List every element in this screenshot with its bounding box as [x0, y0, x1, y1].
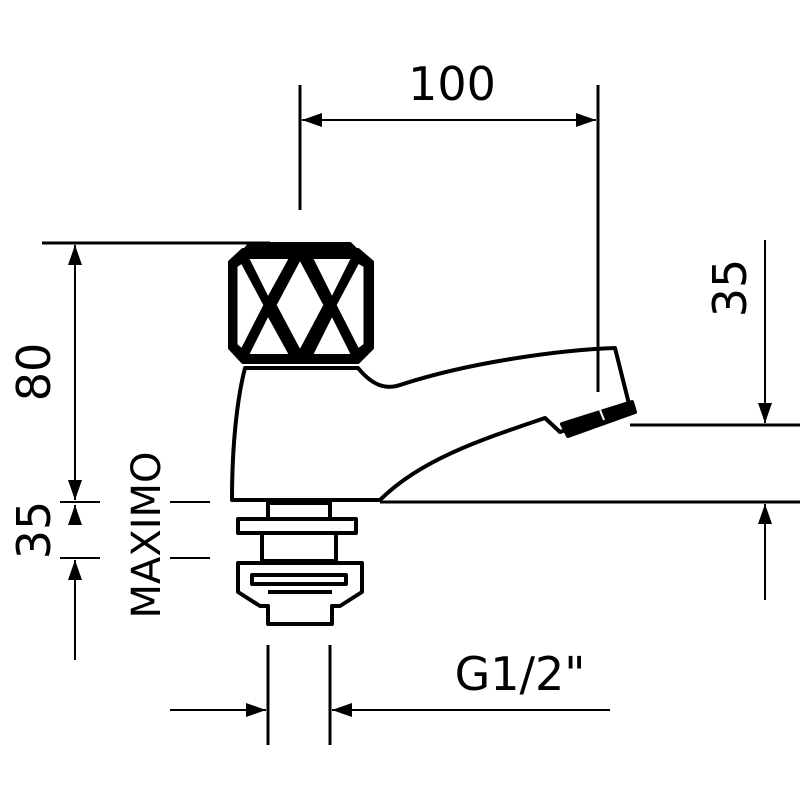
dimension-lines — [42, 85, 800, 745]
spout-height-dimension-label: 35 — [703, 259, 757, 318]
width-dimension-label: 100 — [408, 57, 496, 111]
threaded-base — [236, 501, 364, 626]
handle-knob — [228, 242, 374, 364]
total-height-dimension-label: 80 — [7, 343, 61, 402]
thread-size-label: G1/2" — [455, 647, 586, 701]
faucet-body — [230, 346, 637, 502]
thread-length-dimension-label: 35 — [7, 501, 61, 560]
maximum-note-label: MAXIMO — [124, 451, 170, 618]
